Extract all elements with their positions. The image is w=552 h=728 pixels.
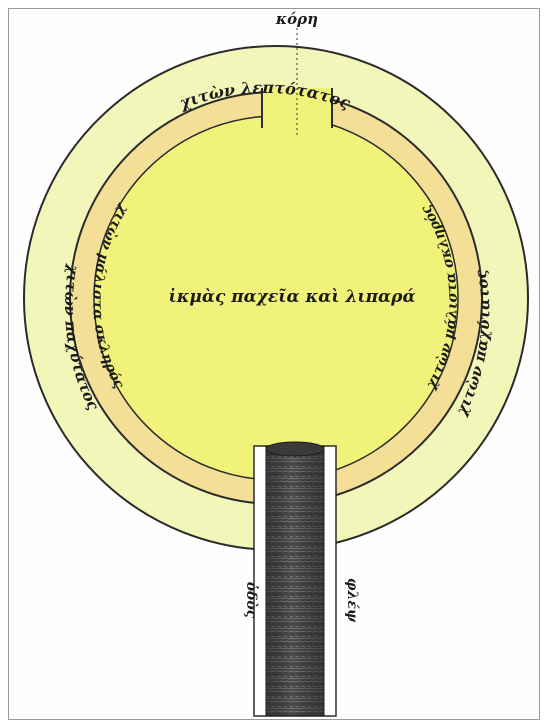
vessel-opening (266, 442, 324, 456)
label-stalk-right: φλέψ (344, 578, 361, 623)
label-center: ἰκμὰς παχεῖα καὶ λιπαρά (168, 287, 415, 307)
label-kore: κόρη (275, 10, 318, 28)
label-stalk-left: ὁδὸς (243, 582, 260, 619)
